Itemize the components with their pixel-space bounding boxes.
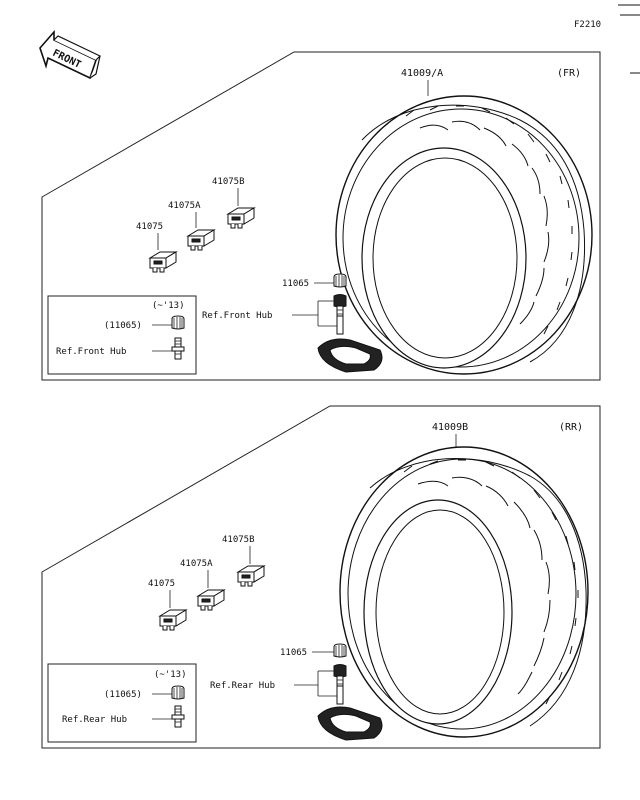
front-inset-ref-hub-label: Ref.Front Hub — [56, 347, 126, 357]
front-inset-cap-label: (11065) — [104, 321, 142, 331]
front-inset-valve-stem — [171, 337, 185, 360]
rear-panel-frame — [41, 405, 601, 749]
rear-weight-41075-label: 41075 — [148, 579, 175, 589]
rear-valve-grommet — [333, 664, 347, 689]
figure-code: F2210 — [574, 20, 601, 30]
front-direction-arrow: FRONT — [39, 29, 102, 80]
rear-inset-year: (~'13) — [154, 670, 187, 680]
rear-weight-41075b-label: 41075B — [222, 535, 255, 545]
front-tag: (FR) — [557, 68, 581, 79]
front-weight-41075a-label: 41075A — [168, 201, 201, 211]
front-valve-grommet — [333, 294, 347, 319]
front-inset-valve-cap — [171, 315, 185, 330]
rear-inset-ref-hub-label: Ref.Rear Hub — [62, 715, 127, 725]
front-balance-weight-41075b — [227, 207, 255, 229]
rear-balance-weight-41075a — [197, 589, 225, 611]
rear-inset-valve-cap — [171, 685, 185, 700]
rear-inset-valve-stem — [171, 705, 185, 728]
rear-valve-cap — [333, 643, 347, 658]
front-weight-41075b-label: 41075B — [212, 177, 245, 187]
front-valve-stem — [336, 315, 344, 335]
front-valve-cap-label: 11065 — [282, 279, 309, 289]
front-weight-41075-label: 41075 — [136, 222, 163, 232]
front-ref-hub-label: Ref.Front Hub — [202, 311, 272, 321]
rear-valve-stem — [336, 685, 344, 705]
front-tire-label: 41009/A — [401, 68, 443, 79]
rear-tag: (RR) — [559, 422, 583, 433]
front-balance-weight-41075a — [187, 229, 215, 251]
front-balance-weight-41075 — [149, 251, 177, 273]
front-section: (FR) 41009/A 41075 41075A 41075B 11065 — [41, 51, 601, 381]
front-valve-cap — [333, 273, 347, 288]
rear-inset-cap-label: (11065) — [104, 690, 142, 700]
rear-valve-cap-label: 11065 — [280, 648, 307, 658]
front-tire — [335, 95, 593, 375]
rear-balance-weight-41075b — [237, 565, 265, 587]
rear-section: (RR) 41009B 41075 41075A 41075B 11065 — [41, 405, 601, 749]
rear-tire-label: 41009B — [432, 422, 468, 433]
front-panel-frame — [41, 51, 601, 381]
rear-weight-41075a-label: 41075A — [180, 559, 213, 569]
front-inset: (~'13) (11065) Ref.Front Hub — [47, 295, 197, 375]
rear-balance-weight-41075 — [159, 609, 187, 631]
front-inset-year: (~'13) — [152, 301, 185, 311]
rear-inset: (~'13) (11065) Ref.Rear Hub — [47, 663, 197, 743]
rear-tire — [339, 446, 589, 738]
rear-ref-hub-label: Ref.Rear Hub — [210, 681, 275, 691]
